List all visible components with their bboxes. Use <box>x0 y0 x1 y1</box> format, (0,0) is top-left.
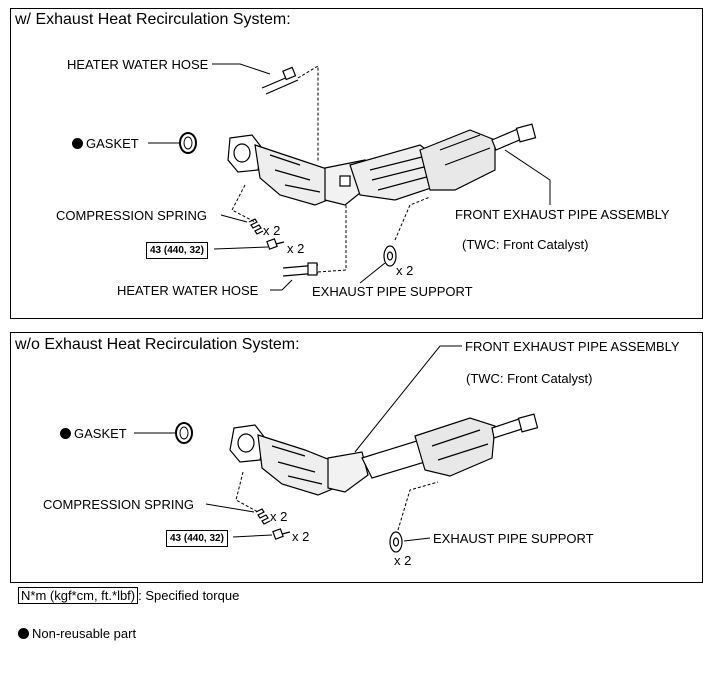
label-support-qty-1: x 2 <box>396 263 414 278</box>
heater-hose-bottom-part <box>282 262 319 277</box>
label-bolt-qty-1: x 2 <box>287 241 305 256</box>
label-exhaust-support-2: EXHAUST PIPE SUPPORT <box>433 531 594 546</box>
exhaust-support-part-2 <box>389 531 403 553</box>
label-twc-2: (TWC: Front Catalyst) <box>466 371 593 386</box>
label-compression-spring-2: COMPRESSION SPRING <box>43 497 194 512</box>
non-reusable-dot-icon <box>60 428 71 439</box>
compression-spring-part-2 <box>255 508 271 525</box>
bolt-part-1 <box>266 238 285 250</box>
legend-non-reusable-text: Non-reusable part <box>32 626 137 641</box>
legend-non-reusable: Non-reusable part <box>18 626 136 641</box>
dashed-support-2 <box>397 481 439 531</box>
leader-heater-hose-bottom <box>270 279 293 291</box>
label-exhaust-support-1: EXHAUST PIPE SUPPORT <box>312 284 473 299</box>
legend-torque-unit: N*m (kgf*cm, ft.*lbf) <box>18 587 139 604</box>
non-reusable-dot-icon <box>18 628 29 639</box>
leader-torque-1 <box>213 246 269 250</box>
dashed-hose-bottom <box>317 205 347 273</box>
dashed-spring-2 <box>235 471 259 513</box>
leader-support-1 <box>359 262 386 284</box>
bolt-part-2 <box>272 528 291 540</box>
label-support-qty-2: x 2 <box>394 553 412 568</box>
torque-box-1: 43 (440, 32) <box>146 242 208 259</box>
label-heater-hose-top: HEATER WATER HOSE <box>67 57 209 72</box>
leader-heater-hose-top <box>212 63 271 75</box>
dashed-hose-top <box>297 65 319 162</box>
label-front-pipe-2: FRONT EXHAUST PIPE ASSEMBLY <box>465 339 680 354</box>
label-gasket-2: GASKET <box>60 426 127 441</box>
leader-support-2 <box>403 537 431 542</box>
dashed-spring-1 <box>231 184 256 223</box>
label-gasket-1: GASKET <box>72 136 139 151</box>
gasket-part-2 <box>175 422 193 444</box>
gasket-part-1 <box>179 132 197 154</box>
gasket-text: GASKET <box>86 136 139 151</box>
exhaust-support-part-1 <box>383 245 397 267</box>
heater-hose-top-part <box>261 66 299 95</box>
legend-torque: N*m (kgf*cm, ft.*lbf): Specified torque <box>18 587 240 604</box>
dashed-support-1 <box>394 196 431 241</box>
gasket-text: GASKET <box>74 426 127 441</box>
label-heater-hose-bottom: HEATER WATER HOSE <box>117 283 259 298</box>
label-twc-1: (TWC: Front Catalyst) <box>462 237 589 252</box>
label-spring-qty-1: x 2 <box>263 223 281 238</box>
non-reusable-dot-icon <box>72 138 83 149</box>
converter-assembly-2 <box>229 413 539 496</box>
label-spring-qty-2: x 2 <box>270 509 288 524</box>
compression-spring-part-1 <box>248 218 264 235</box>
legend-torque-desc: : Specified torque <box>138 588 240 603</box>
label-front-pipe-1: FRONT EXHAUST PIPE ASSEMBLY <box>455 207 670 222</box>
leader-spring-2 <box>205 503 255 513</box>
leader-spring-1 <box>220 214 248 223</box>
leader-front-pipe-2 <box>354 345 462 453</box>
label-compression-spring-1: COMPRESSION SPRING <box>56 208 207 223</box>
panel-without-ehr-title: w/o Exhaust Heat Recirculation System: <box>15 336 300 353</box>
leader-torque-2 <box>232 534 273 538</box>
panel-with-ehr-title: w/ Exhaust Heat Recirculation System: <box>15 11 291 28</box>
converter-assembly-1 <box>227 123 537 206</box>
torque-box-2: 43 (440, 32) <box>166 530 228 547</box>
label-bolt-qty-2: x 2 <box>292 529 310 544</box>
leader-front-pipe-1 <box>504 149 551 205</box>
